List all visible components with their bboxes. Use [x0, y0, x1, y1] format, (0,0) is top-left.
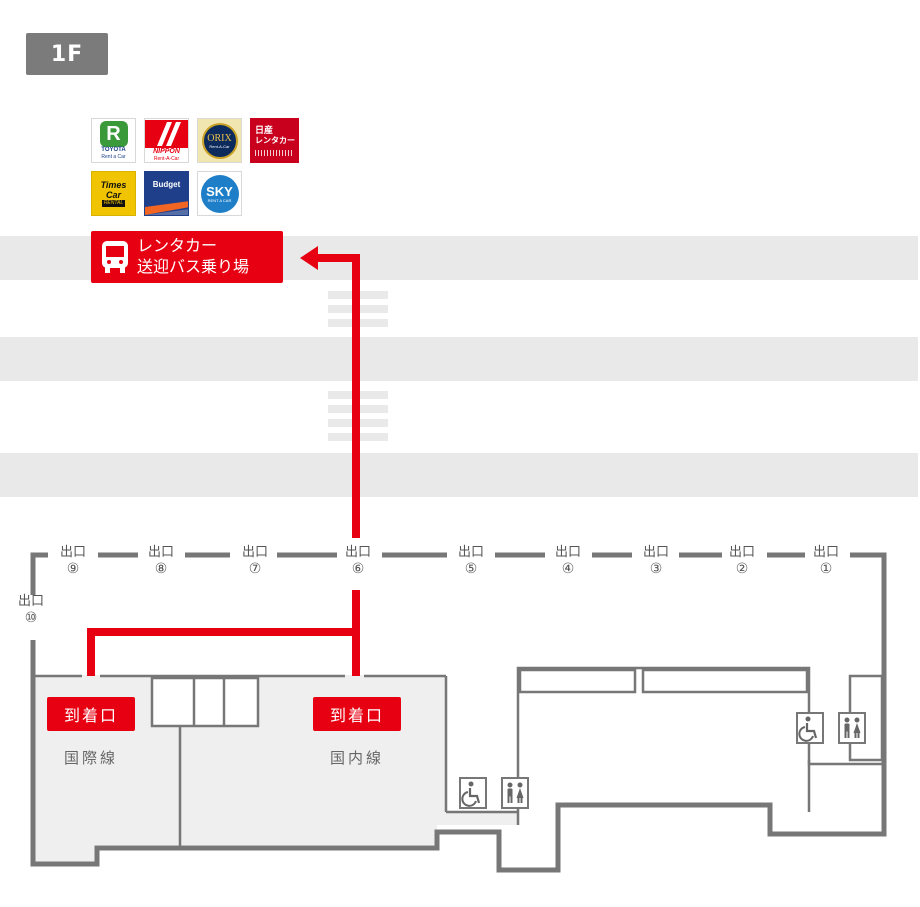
- bus-icon: [102, 241, 128, 273]
- restroom-icon: [838, 712, 866, 744]
- wheelchair-icon: [459, 777, 487, 809]
- toyota-rent-a-car-logo: R TOYOTA Rent a Car: [91, 118, 136, 163]
- budget-rent-a-car-logo: Budget: [144, 171, 189, 216]
- walking-route: [87, 254, 360, 676]
- budget-logo-stripes: [145, 201, 188, 215]
- route-arrow-head: [300, 246, 318, 270]
- domestic-arrival-gate: 到着口: [313, 697, 401, 731]
- orix-logo-mark: ORIX Rent-A-Car: [201, 122, 238, 159]
- sky-rent-a-car-logo: SKY RENT A CAR: [197, 171, 242, 216]
- toyota-logo-mark: R: [99, 121, 128, 147]
- rental-car-bus-stop-sign: レンタカー 送迎バス乗り場: [91, 231, 283, 283]
- road-lower: [0, 453, 918, 497]
- sky-logo-mark: SKY RENT A CAR: [200, 174, 239, 213]
- floor-label: 1F: [50, 41, 84, 67]
- bus-stop-label: レンタカー 送迎バス乗り場: [137, 235, 249, 277]
- domestic-line-label: 国内線: [329, 749, 384, 767]
- nippon-logo-mark: [145, 119, 188, 148]
- terminal-outer-wall: [30, 552, 887, 873]
- wheelchair-icon: [796, 712, 824, 744]
- orix-rent-a-car-logo: ORIX Rent-A-Car: [197, 118, 242, 163]
- nippon-rent-a-car-logo: NIPPON Rent-A-Car: [144, 118, 189, 163]
- international-line-label: 国際線: [63, 749, 118, 767]
- road-middle: [0, 337, 918, 381]
- nissan-rent-a-car-logo: 日産 レンタカー: [250, 118, 299, 163]
- floor-badge: 1F: [26, 33, 108, 75]
- nissan-logo-stripes: [255, 150, 293, 156]
- bus-stop-line1: レンタカー: [137, 236, 218, 255]
- times-car-rental-logo: Times Car RENTAL: [91, 171, 136, 216]
- restroom-icon: [501, 777, 529, 809]
- international-arrival-gate: 到着口: [47, 697, 135, 731]
- bus-stop-line2: 送迎バス乗り場: [137, 257, 250, 276]
